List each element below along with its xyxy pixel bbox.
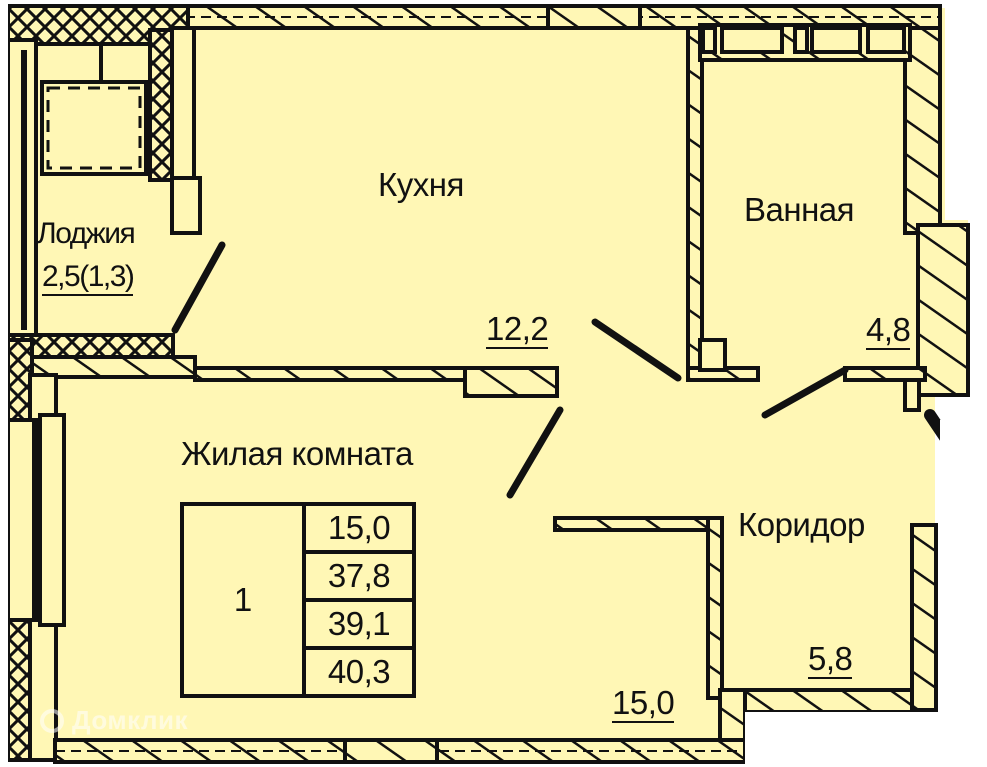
loggia-door	[171, 241, 226, 334]
interior-walls	[170, 23, 927, 742]
room-area-corridor: 5,8	[808, 640, 853, 679]
room-area-kitchen: 12,2	[486, 310, 549, 349]
bathroom-door	[761, 366, 849, 419]
room-label-living: Жилая комната	[181, 435, 413, 472]
room-area-living: 15,0	[612, 684, 675, 723]
room-label-kitchen: Кухня	[378, 166, 464, 203]
rooms-count: 1	[184, 506, 306, 694]
loggia-storage	[40, 46, 148, 176]
domclick-logo-icon	[40, 708, 64, 733]
room-area-loggia: 2,5(1,3)	[42, 262, 135, 296]
living-door	[506, 406, 564, 499]
room-area-bathroom: 4,8	[866, 311, 911, 350]
room-label-loggia: Лоджия	[37, 217, 136, 250]
area-summary-table: 1 15,0 37,8 39,1 40,3	[180, 502, 416, 698]
total-area-with-loggia-value: 40,3	[327, 653, 391, 690]
total-area-with-loggia-reduced-value: 39,1	[306, 602, 412, 650]
kitchen-door	[591, 318, 682, 382]
watermark-text: Домклик	[72, 705, 188, 735]
living-area-value: 15,0	[306, 506, 412, 554]
room-label-bathroom: Ванная	[744, 191, 855, 228]
total-area-value: 37,8	[306, 554, 412, 602]
room-label-corridor: Коридор	[738, 506, 865, 543]
watermark: Домклик	[40, 705, 188, 736]
